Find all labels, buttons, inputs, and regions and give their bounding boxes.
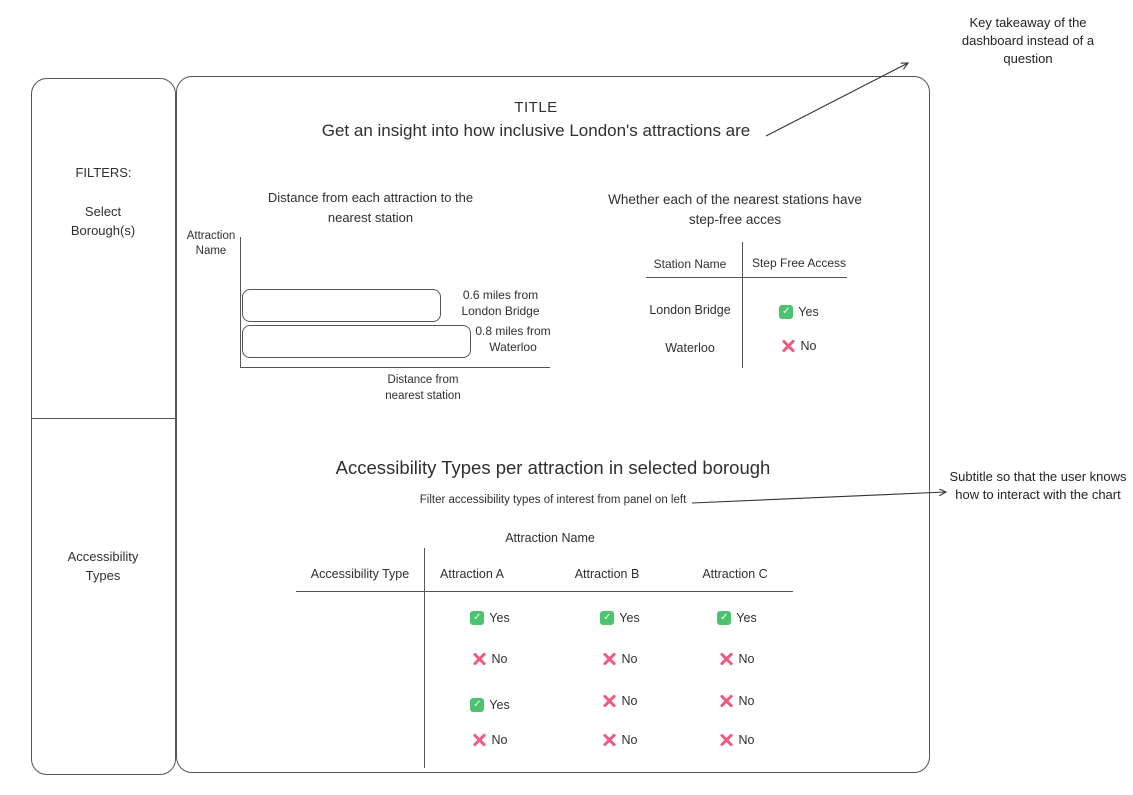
- x-icon: [473, 733, 487, 747]
- cell-value: No: [738, 652, 755, 666]
- matrix-cell: No: [677, 733, 797, 752]
- station-table-divider: [742, 242, 743, 368]
- x-icon: [603, 694, 617, 708]
- accessibility-type-column-header: Accessibility Type: [310, 567, 410, 581]
- x-icon: [720, 733, 734, 747]
- distance-chart-title: Distance from each attraction to the nea…: [267, 190, 474, 225]
- key-takeaway-annotation: Key takeaway of the dashboard instead of…: [961, 15, 1095, 67]
- accessibility-section-title: Accessibility Types per attraction in se…: [335, 457, 771, 478]
- check-icon: [470, 697, 485, 712]
- x-icon: [782, 339, 796, 353]
- filters-heading: FILTERS:: [75, 165, 132, 180]
- sidebar-divider: [31, 418, 176, 419]
- bar-london-bridge: [242, 289, 441, 322]
- matrix-cell: Yes: [430, 607, 550, 625]
- matrix-divider: [424, 548, 425, 768]
- bar-waterloo-label: 0.8 miles from Waterloo: [475, 324, 551, 354]
- sidebar-item-accessibility-types[interactable]: Accessibility Types: [67, 549, 139, 583]
- cell-value: No: [621, 733, 638, 747]
- matrix-cell: No: [560, 733, 680, 752]
- cell-value: No: [738, 733, 755, 747]
- page-title: TITLE: [514, 99, 558, 116]
- table-row-access: No: [747, 339, 851, 358]
- cell-value: No: [738, 694, 755, 708]
- access-value: No: [800, 339, 817, 353]
- cell-value: No: [621, 694, 638, 708]
- filters-sidebar: FILTERS: Select Borough(s) Accessibility…: [31, 78, 176, 775]
- matrix-cell: No: [430, 652, 550, 671]
- check-icon: [717, 610, 732, 625]
- table-row-station: London Bridge: [649, 303, 731, 317]
- subtitle-note-annotation: Subtitle so that the user knows how to i…: [949, 469, 1127, 503]
- y-axis: [240, 237, 241, 368]
- page-subtitle: Get an insight into how inclusive London…: [321, 121, 751, 140]
- dashboard-panel: [176, 76, 930, 773]
- matrix-cell: No: [560, 694, 680, 713]
- matrix-group-header: Attraction Name: [505, 531, 595, 545]
- bar-london-bridge-label: 0.6 miles from London Bridge: [461, 288, 540, 318]
- station-name-column-header: Station Name: [653, 257, 727, 271]
- sidebar-item-select-borough[interactable]: Select Borough(s): [70, 204, 136, 238]
- matrix-cell: Yes: [677, 607, 797, 625]
- access-value: Yes: [798, 304, 819, 319]
- table-row-station: Waterloo: [665, 341, 715, 355]
- accessibility-section-subtitle: Filter accessibility types of interest f…: [419, 494, 687, 506]
- table-row-access: Yes: [747, 301, 851, 319]
- cell-value: No: [491, 733, 508, 747]
- attraction-a-column-header: Attraction A: [440, 567, 504, 581]
- x-icon: [473, 652, 487, 666]
- cell-value: Yes: [619, 610, 640, 625]
- attraction-b-column-header: Attraction B: [574, 567, 640, 581]
- check-icon: [779, 304, 794, 319]
- matrix-cell: No: [560, 652, 680, 671]
- y-axis-label: Attraction Name: [186, 230, 236, 257]
- matrix-cell: No: [677, 652, 797, 671]
- matrix-cell: Yes: [430, 694, 550, 712]
- cell-value: Yes: [736, 610, 757, 625]
- cell-value: Yes: [489, 697, 510, 712]
- x-axis: [240, 367, 550, 368]
- step-free-access-column-header: Step Free Access: [751, 256, 847, 270]
- check-icon: [470, 610, 485, 625]
- cell-value: Yes: [489, 610, 510, 625]
- matrix-cell: No: [430, 733, 550, 752]
- matrix-cell: Yes: [560, 607, 680, 625]
- cell-value: No: [621, 652, 638, 666]
- attraction-c-column-header: Attraction C: [702, 567, 768, 581]
- station-table-title: Whether each of the nearest stations hav…: [608, 192, 862, 228]
- x-icon: [603, 733, 617, 747]
- x-icon: [720, 652, 734, 666]
- check-icon: [600, 610, 615, 625]
- x-axis-label: Distance from nearest station: [385, 374, 461, 402]
- bar-waterloo: [242, 325, 471, 358]
- matrix-cell: No: [677, 694, 797, 713]
- station-table-header-rule: [646, 277, 847, 278]
- x-icon: [603, 652, 617, 666]
- x-icon: [720, 694, 734, 708]
- matrix-header-rule: [296, 591, 793, 592]
- cell-value: No: [491, 652, 508, 666]
